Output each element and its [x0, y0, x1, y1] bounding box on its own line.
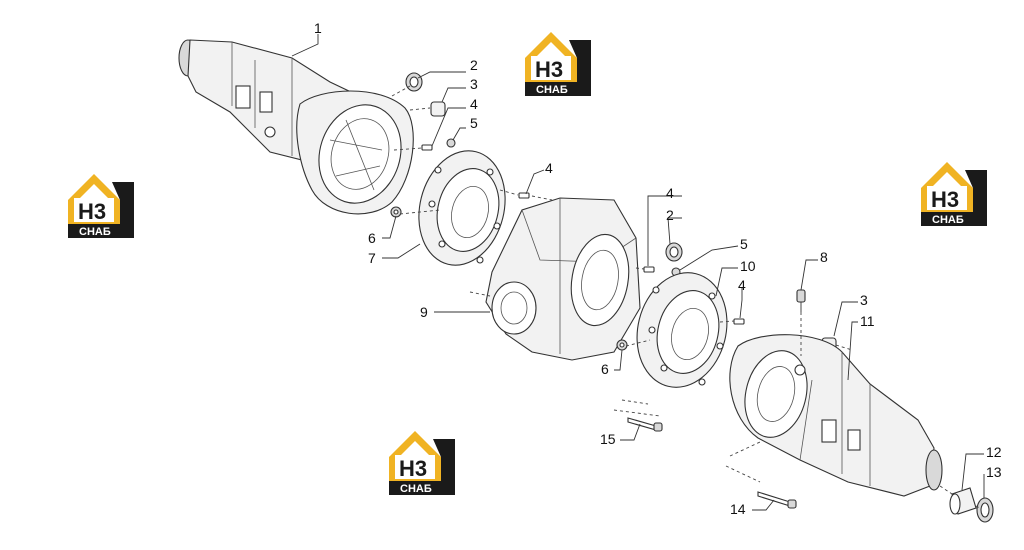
callout-13: 13	[986, 464, 1002, 480]
callout-5-middle: 5	[740, 236, 748, 252]
callout-12: 12	[986, 444, 1002, 460]
watermark-logo-right: H3 CHAБ	[921, 162, 987, 226]
right-axle-housing	[729, 334, 943, 497]
nut-upper	[390, 206, 402, 218]
callout-9: 9	[420, 304, 428, 320]
svg-text:H3: H3	[535, 57, 563, 82]
callout-labels: 1 2 3 4 5 6 7 4 4 2 5 10 8 4 3 11 9 6 15…	[314, 20, 1002, 517]
svg-text:CHAБ: CHAБ	[400, 483, 432, 495]
callout-6-middle: 6	[601, 361, 609, 377]
callout-10: 10	[740, 258, 756, 274]
callout-4-mid: 4	[666, 185, 674, 201]
assembly-axis-lines	[391, 85, 981, 509]
callout-1: 1	[314, 20, 322, 36]
callout-6-upper: 6	[368, 230, 376, 246]
nut-middle	[616, 339, 628, 351]
svg-text:H3: H3	[399, 456, 427, 481]
bolt-15	[627, 417, 663, 432]
callout-7: 7	[368, 250, 376, 266]
callout-8: 8	[820, 249, 828, 265]
cap-plug-upper	[405, 72, 423, 92]
sleeve-12	[949, 487, 977, 515]
flange-ring-left	[418, 150, 506, 266]
callout-15: 15	[600, 431, 616, 447]
watermark-logo-left: H3 CHAБ	[68, 174, 134, 238]
svg-text:CHAБ: CHAБ	[536, 84, 568, 96]
callout-3-upper: 3	[470, 76, 478, 92]
svg-text:H3: H3	[931, 187, 959, 212]
fitting-upper	[446, 138, 456, 148]
bolt-14	[757, 491, 797, 509]
flange-ring-right	[636, 272, 728, 388]
callout-14: 14	[730, 501, 746, 517]
watermark-logo-bottom: H3 CHAБ	[389, 431, 455, 495]
svg-text:CHAБ: CHAБ	[79, 226, 111, 238]
pin-mid	[643, 266, 655, 273]
callout-5-upper: 5	[470, 115, 478, 131]
callout-11: 11	[860, 313, 875, 329]
callout-4-mid-upper: 4	[545, 160, 553, 176]
svg-text:H3: H3	[78, 199, 106, 224]
leader-lines	[291, 34, 985, 511]
callout-4-upper: 4	[470, 96, 478, 112]
pin-upper	[421, 144, 433, 151]
watermark-logo-top: H3 CHAБ	[525, 32, 591, 96]
bushing-upper	[430, 101, 446, 117]
left-axle-housing	[178, 39, 414, 215]
pin-right	[733, 318, 745, 325]
pin-mid-upper	[518, 192, 530, 199]
callout-3-right: 3	[860, 292, 868, 308]
differential-housing	[485, 197, 641, 361]
cap-plug-middle	[665, 242, 683, 262]
callout-4-right: 4	[738, 277, 746, 293]
seal-ring-13	[976, 497, 994, 523]
callout-2-upper: 2	[470, 57, 478, 73]
callout-2-middle: 2	[666, 207, 674, 223]
svg-text:CHAБ: CHAБ	[932, 214, 964, 226]
breather-valve	[796, 289, 806, 312]
